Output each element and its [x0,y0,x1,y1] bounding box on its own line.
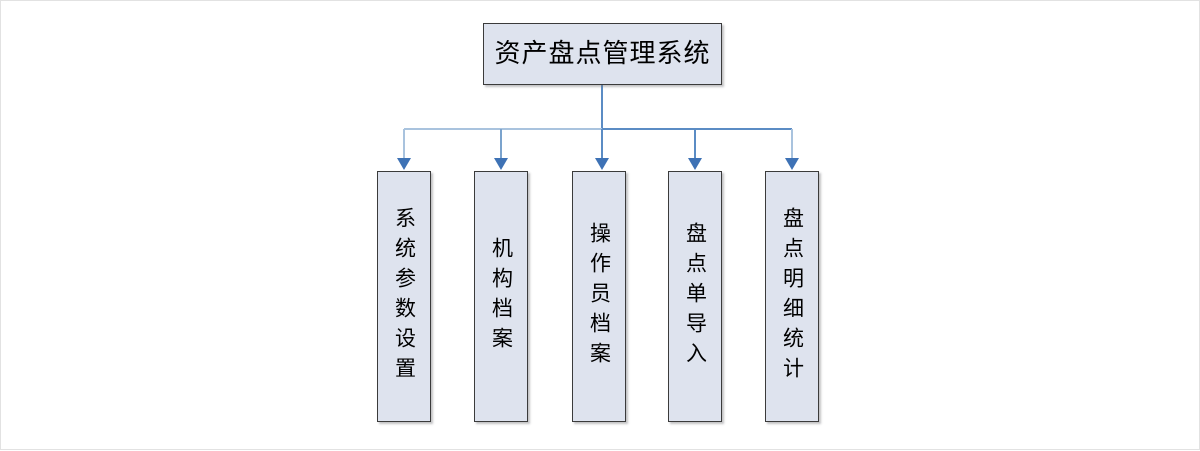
node-root-label: 资产盘点管理系统 [494,39,711,69]
node-child-label: 机构档案 [489,236,514,357]
node-operator-archive[interactable]: 操作员档案 [572,171,626,422]
node-inventory-sheet-import[interactable]: 盘点单导入 [668,171,722,422]
node-child-label: 盘点明细统计 [780,206,805,387]
node-system-parameter-settings[interactable]: 系统参数设置 [377,171,431,422]
arrowhead-3 [688,158,702,170]
node-child-label: 盘点单导入 [683,221,708,372]
node-organization-archive[interactable]: 机构档案 [474,171,528,422]
node-inventory-detail-statistics[interactable]: 盘点明细统计 [765,171,819,422]
node-root[interactable]: 资产盘点管理系统 [483,23,722,85]
arrowhead-0 [397,158,411,170]
arrowhead-2 [595,158,609,170]
node-child-label: 系统参数设置 [392,206,417,387]
node-child-label: 操作员档案 [587,221,612,372]
arrowhead-4 [785,158,799,170]
arrowhead-1 [494,158,508,170]
